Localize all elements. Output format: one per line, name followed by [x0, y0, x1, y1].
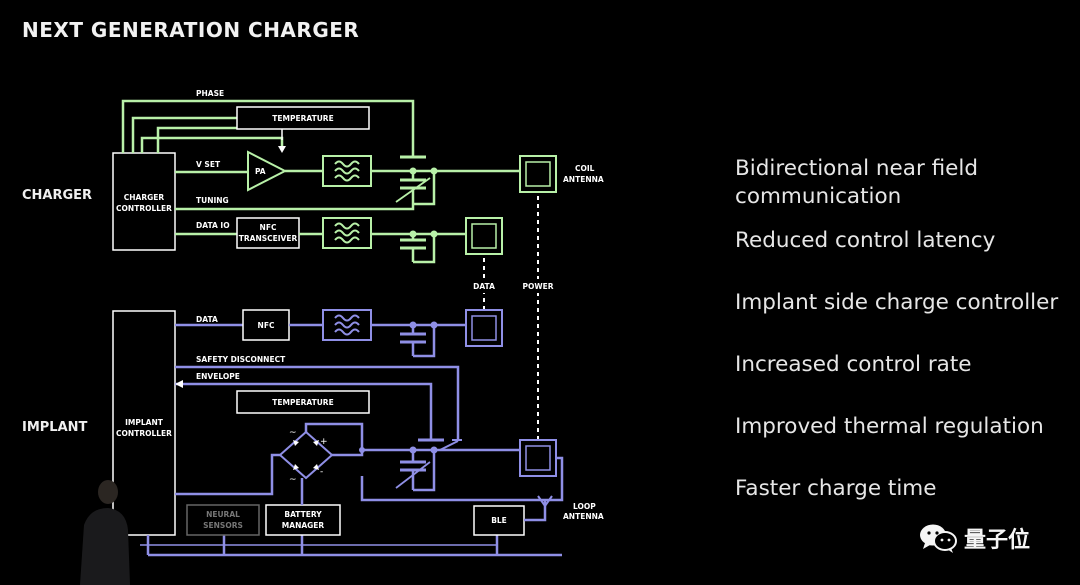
label-data: DATA	[196, 315, 218, 324]
feature-bullet: Reduced control latency	[735, 228, 996, 253]
svg-text:-: -	[320, 467, 323, 477]
label-v-set: V SET	[196, 160, 221, 169]
svg-text:+: +	[320, 437, 328, 447]
section-label-charger: CHARGER	[22, 188, 92, 203]
slide-title: NEXT GENERATION CHARGER	[22, 18, 360, 42]
implant-controller-box	[112, 310, 176, 536]
charger-circuit	[112, 99, 557, 264]
label-nfc-transceiver-1: NFC	[260, 223, 277, 232]
charger-controller-box	[112, 152, 176, 251]
pa-amplifier	[247, 150, 288, 192]
label-safety-disconnect: SAFETY DISCONNECT	[196, 355, 286, 364]
label-temperature-top: TEMPERATURE	[272, 114, 333, 123]
neural-sensors-box	[186, 504, 260, 536]
label-implant-controller-2: CONTROLLER	[116, 429, 172, 438]
wechat-icon	[920, 524, 957, 553]
label-data-link: DATA	[473, 282, 495, 291]
label-coil-antenna-2: ANTENNA	[563, 175, 604, 184]
label-battery-manager-1: BATTERY	[284, 510, 322, 519]
label-battery-manager-2: MANAGER	[282, 521, 325, 530]
svg-text:~: ~	[289, 428, 297, 438]
temperature-box-top	[236, 106, 370, 130]
label-charger-controller-2: CONTROLLER	[116, 204, 172, 213]
implant-circuit	[112, 309, 564, 557]
nfc-antenna-implant	[465, 309, 503, 347]
label-neural-sensors-1: NEURAL	[206, 510, 240, 519]
feature-bullet: Improved thermal regulation	[735, 414, 1044, 439]
label-tuning: TUNING	[196, 196, 229, 205]
temperature-box-bottom	[236, 390, 370, 414]
coil-antenna-charger	[519, 155, 557, 193]
label-ble: BLE	[491, 516, 507, 525]
label-nfc: NFC	[258, 321, 275, 330]
label-coil-antenna-1: COIL	[575, 164, 595, 173]
label-charger-controller-1: CHARGER	[124, 193, 165, 202]
bridge-rectifier	[278, 430, 334, 480]
label-implant-controller-1: IMPLANT	[125, 418, 164, 427]
presenter-silhouette	[80, 480, 130, 585]
label-loop-antenna-1: LOOP	[573, 502, 596, 511]
label-loop-antenna-2: ANTENNA	[563, 512, 604, 521]
label-data-io: DATA IO	[196, 221, 230, 230]
feature-bullet: Increased control rate	[735, 352, 972, 377]
watermark: 量子位	[918, 522, 1030, 554]
feature-bullet: Implant side charge controller	[735, 290, 1059, 315]
label-phase: PHASE	[196, 89, 224, 98]
svg-text:~: ~	[289, 475, 297, 485]
label-neural-sensors-2: SENSORS	[203, 521, 243, 530]
label-power-link: POWER	[522, 282, 553, 291]
label-envelope: ENVELOPE	[196, 372, 240, 381]
feature-bullet: Bidirectional near field communication	[735, 156, 979, 209]
section-label-implant: IMPLANT	[22, 420, 88, 435]
label-pa: PA	[255, 167, 266, 176]
label-temperature-bottom: TEMPERATURE	[272, 398, 333, 407]
label-nfc-transceiver-2: TRANSCEIVER	[239, 234, 298, 243]
nfc-antenna-charger	[465, 217, 503, 255]
watermark-text: 量子位	[964, 528, 1031, 553]
feature-bullet: Faster charge time	[735, 476, 937, 501]
